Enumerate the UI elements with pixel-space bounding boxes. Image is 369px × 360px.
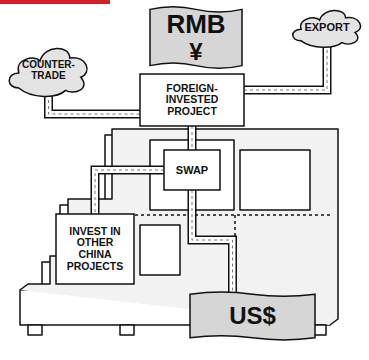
cloud-outline [9,48,87,96]
node-label: ¥ [189,39,202,65]
currency-note: US$ [190,290,315,342]
cloud-outline [293,10,361,47]
box-outline [140,74,244,126]
pipe-bore [49,94,141,114]
pipe-wall [188,126,197,150]
pipe-wall [244,46,327,90]
pipe-wall [49,94,141,114]
node-label: FOREIGN-INVESTED PROJECT [146,83,238,118]
paper-outline [150,7,242,69]
pipe-seam [192,190,233,294]
pipe-wall [95,170,164,214]
side-panel [240,150,310,210]
node-label: COUNTER-TRADE [22,59,75,81]
smoke-cloud: EXPORT [290,4,364,50]
machine-foot [120,325,134,335]
node-label: SWAP [176,164,208,176]
pipe-connector [49,94,141,114]
pipe-connector [95,170,164,214]
box-outline [56,214,134,284]
box-outline [164,150,220,190]
project-box: FOREIGN-INVESTED PROJECT [140,74,244,126]
pipe-seam [244,46,327,90]
swap-box: SWAP [164,150,220,190]
header-bar [0,0,110,4]
pipe-bore [244,46,327,90]
front-panel [140,225,180,275]
pipe-seam [95,170,164,214]
pipe-connector [192,126,193,150]
invest-box: INVEST IN OTHER CHINA PROJECTS [56,214,134,284]
machine-foot [28,325,42,335]
smoke-cloud: COUNTER-TRADE [6,40,91,100]
pipe-bore [189,126,195,150]
pipe-wall [192,190,233,294]
pipe-seam [49,94,141,114]
pipe-seam [192,126,193,150]
pipe-bore [95,170,164,214]
pipe-connector [192,190,233,294]
pipe-bore [192,190,233,294]
node-label: INVEST IN OTHER CHINA PROJECTS [62,226,128,272]
paper-outline [190,292,315,340]
currency-note: RMB¥ [150,4,242,71]
node-label: US$ [229,303,276,329]
pipe-connector [244,46,327,90]
node-label: RMB [166,10,225,39]
panel-seam [105,214,330,216]
node-label: EXPORT [304,21,349,33]
